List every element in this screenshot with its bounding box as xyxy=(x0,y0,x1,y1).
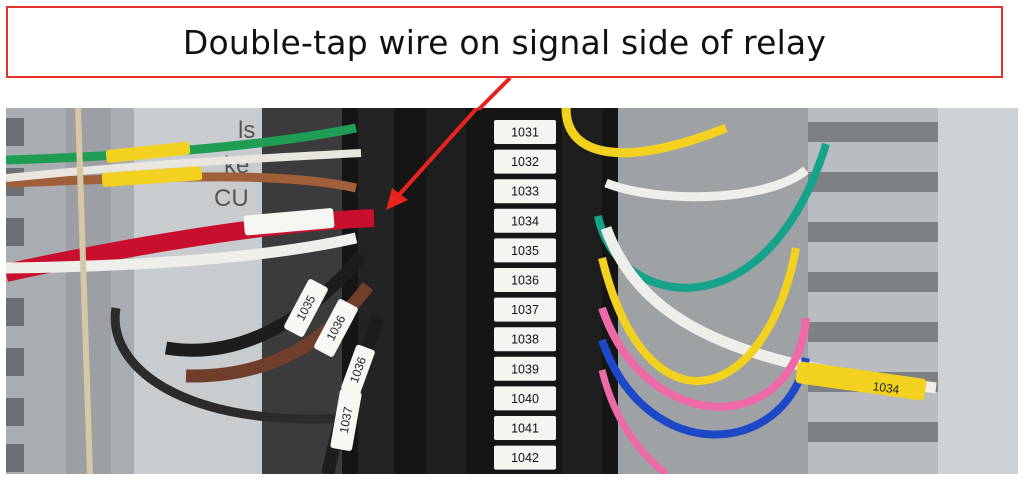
right-wires xyxy=(561,108,937,474)
terminal-label-plate xyxy=(494,445,556,470)
terminal-label-1037: 1037 xyxy=(511,303,539,317)
wire-tag-1037-text: 1037 xyxy=(337,405,355,434)
terminal-label-plate xyxy=(494,120,556,144)
terminal-labels: 1031 1032 1033 1034 1035 1036 1037 1038 1039 1040… xyxy=(494,120,556,470)
terminal-label-plate xyxy=(494,208,556,233)
terminal-label-plate xyxy=(494,356,556,381)
terminal-label-1031: 1031 xyxy=(511,126,539,140)
terminal-label-plate xyxy=(494,238,556,263)
terminal-label-1039: 1039 xyxy=(511,362,539,376)
tan-zip-tie xyxy=(75,108,93,474)
terminal-label-plate xyxy=(494,149,556,174)
white-wire-upper xyxy=(6,149,362,182)
black-wire-1 xyxy=(164,251,366,357)
terminal-label-plate xyxy=(494,416,556,440)
terminal-label-plate xyxy=(494,179,556,204)
svg-text:ls: ls xyxy=(238,117,255,144)
left-wires xyxy=(6,108,385,474)
yellow-wire-mid xyxy=(598,247,800,385)
terminal-label-1035: 1035 xyxy=(511,244,539,258)
terminal-label-1042: 1042 xyxy=(511,451,539,465)
annotation-arrow-top xyxy=(476,76,512,110)
wire-tag-1037: 1037 xyxy=(330,389,362,451)
terminal-label-1041: 1041 xyxy=(511,422,539,436)
annotation-callout-box: Double-tap wire on signal side of relay xyxy=(6,6,1003,78)
terminal-label-1033: 1033 xyxy=(511,185,539,199)
white-wire-lower xyxy=(6,232,358,274)
terminal-label-plate xyxy=(494,297,556,322)
terminal-label-1034: 1034 xyxy=(511,214,539,228)
black-wire-3 xyxy=(110,307,347,424)
terminal-label-plate xyxy=(494,386,556,411)
annotation-arrow xyxy=(386,108,480,210)
annotation-callout-text: Double-tap wire on signal side of relay xyxy=(182,22,827,62)
brown-wire-lower xyxy=(185,282,374,383)
terminal-label-1036: 1036 xyxy=(511,274,539,288)
terminal-label-1038: 1038 xyxy=(511,333,539,347)
terminal-label-plate xyxy=(494,327,556,352)
yellow-wire-top xyxy=(561,108,728,158)
terminal-label-1032: 1032 xyxy=(511,155,539,169)
blue-wire xyxy=(598,338,810,439)
relay-panel-photo: ls ke CU 1031103210331034103510361037103… xyxy=(6,108,1018,474)
wire-tag-right-text: 1034 xyxy=(872,379,901,397)
svg-text:CU: CU xyxy=(214,185,249,212)
wire-tag-1036b: 1036 xyxy=(341,344,375,396)
terminal-label-1040: 1040 xyxy=(511,392,539,406)
brown-wire-upper xyxy=(6,172,357,193)
terminal-block xyxy=(342,108,618,474)
wire-tag-right: 1034 xyxy=(872,379,901,397)
terminal-label-plate xyxy=(494,268,556,292)
white-wire-right xyxy=(604,166,809,202)
pink-wire-lower xyxy=(598,369,669,474)
pink-wire xyxy=(598,306,810,411)
